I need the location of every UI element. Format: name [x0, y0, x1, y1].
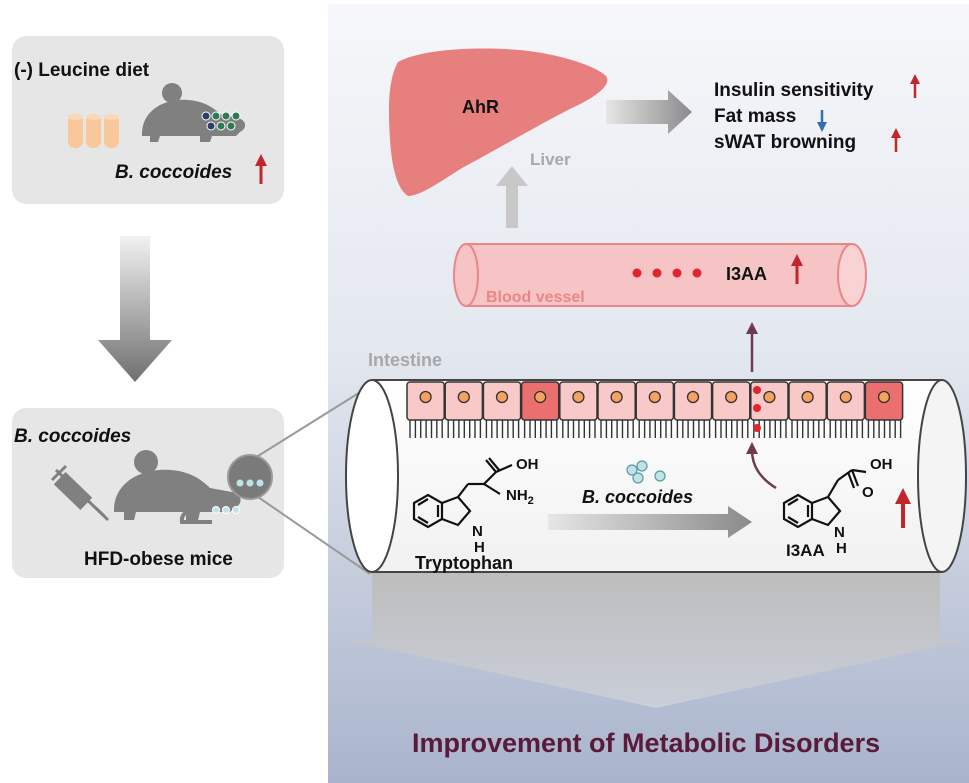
i3aa-n-label: N — [834, 524, 845, 541]
i3aa-up-arrow — [895, 488, 911, 528]
bacteria-dots-bottom — [212, 506, 240, 514]
effect-swat-label: sWAT browning — [714, 132, 856, 153]
vessel-to-liver-arrow — [496, 166, 528, 228]
effect-arrow-fatmass — [817, 110, 827, 132]
liver-shape — [388, 48, 608, 196]
conclusion-label: Improvement of Metabolic Disorders — [412, 728, 880, 758]
cell-nucleus — [725, 390, 738, 404]
vessel-i3aa-dots — [632, 268, 702, 278]
trp-n-label: N — [472, 523, 483, 540]
cell-nucleus — [610, 390, 623, 404]
effect-arrow-swat — [891, 128, 901, 152]
i3aa-product-label: I3AA — [786, 541, 825, 560]
zoom-line-top — [257, 385, 371, 457]
microvilli — [600, 420, 634, 438]
conclusion-funnel — [344, 572, 969, 708]
zoom-line-bottom — [257, 496, 371, 575]
cell-nucleus — [877, 390, 891, 404]
vessel-up-arrow — [791, 254, 803, 284]
pills-icon — [68, 114, 119, 148]
cell-nucleus — [801, 390, 814, 404]
microvilli — [676, 420, 711, 438]
mouse-icon-bottom — [114, 450, 241, 524]
cell-nucleus — [534, 390, 547, 404]
microvilli — [485, 420, 520, 438]
bacteria-cluster-icon — [626, 460, 666, 484]
i3aa-uptake-arrow — [746, 442, 777, 490]
i3aa-structure — [782, 468, 867, 529]
microvilli — [638, 420, 673, 438]
cell-nucleus — [419, 390, 432, 404]
epithelial-cells — [406, 381, 904, 438]
i3aa-o-label: O — [862, 484, 874, 501]
tryptophan-structure — [412, 457, 513, 529]
absorption-dots — [753, 386, 761, 432]
cell-nucleus — [686, 390, 700, 404]
trp-oh-label: OH — [516, 456, 539, 473]
microvilli — [523, 420, 558, 438]
intestine-to-vessel-arrow — [746, 322, 758, 372]
trp-h-label: H — [474, 539, 485, 556]
bottom-box-species-label: B. coccoides — [14, 426, 131, 447]
trp-nh2-label: NH2 — [506, 487, 534, 507]
microvilli — [867, 420, 902, 438]
i3aa-h-label: H — [836, 540, 847, 557]
ahr-label: AhR — [462, 97, 499, 117]
cell-nucleus — [648, 390, 661, 404]
microvilli — [714, 420, 749, 438]
cell-nucleus — [839, 390, 852, 404]
microvilli — [447, 420, 482, 438]
zoom-circle — [227, 454, 273, 500]
tryptophan-label: Tryptophan — [415, 553, 513, 573]
blood-vessel-label: Blood vessel — [486, 289, 585, 306]
bacteria-label: B. coccoides — [582, 487, 693, 507]
intestine-label: Intestine — [368, 350, 442, 370]
hfd-mice-label: HFD-obese mice — [84, 549, 233, 570]
conversion-arrow — [548, 506, 752, 538]
effect-insulin-label: Insulin sensitivity — [714, 80, 874, 101]
top-box-species-label: B. coccoides — [115, 162, 232, 183]
syringe-icon — [50, 464, 110, 522]
leucine-diet-label: (-) Leucine diet — [14, 60, 150, 81]
cell-nucleus — [457, 390, 470, 404]
up-arrow-top-box — [255, 154, 267, 184]
vessel-i3aa-label: I3AA — [726, 264, 767, 284]
microvilli — [562, 420, 596, 438]
down-flow-arrow — [98, 236, 172, 382]
microvilli — [829, 420, 864, 438]
microvilli — [791, 420, 825, 438]
bacteria-dots-top — [201, 111, 241, 131]
cell-nucleus — [495, 390, 509, 404]
i3aa-oh-label: OH — [870, 456, 893, 473]
cell-nucleus — [763, 390, 776, 404]
liver-label: Liver — [530, 150, 571, 169]
effect-arrow-insulin — [910, 74, 920, 98]
cell-nucleus — [572, 390, 585, 404]
effect-fatmass-label: Fat mass — [714, 106, 796, 127]
liver-effects-arrow — [606, 90, 692, 134]
microvilli — [409, 420, 443, 438]
